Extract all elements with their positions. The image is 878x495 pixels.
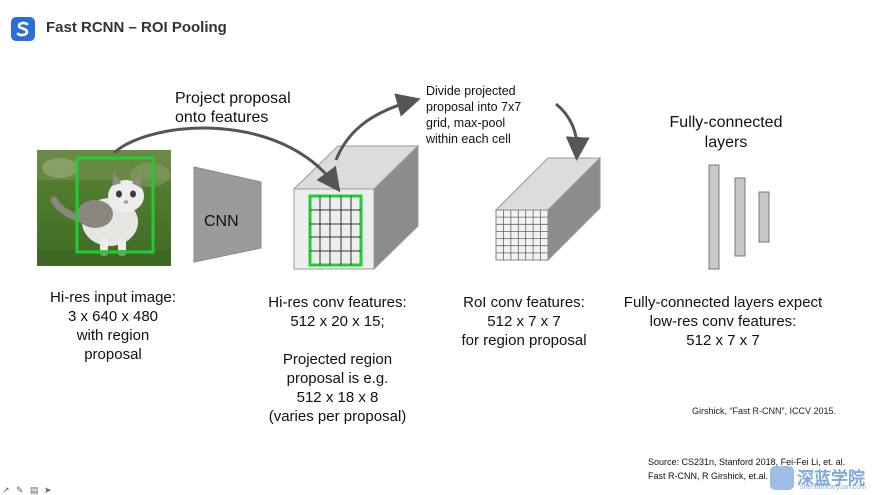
project-proposal-label: Project proposal onto features xyxy=(175,90,291,126)
slideshow-toolbar: ↗ ✎ ▤ ➤ xyxy=(2,484,54,495)
slides-icon[interactable]: ▤ xyxy=(30,484,39,495)
arrow-icon[interactable]: ➤ xyxy=(44,484,52,495)
pointer-icon[interactable]: ↗ xyxy=(2,484,10,495)
project-arrow xyxy=(112,126,341,193)
s-logo-icon xyxy=(11,17,35,41)
source-note: Source: CS231n, Stanford 2018, Fei-Fei L… xyxy=(648,457,846,481)
region-proposal-box xyxy=(75,156,155,254)
watermark-logo-icon xyxy=(770,466,794,490)
divide-grid-label: Divide projected proposal into 7x7 grid,… xyxy=(426,84,522,146)
cnn-block xyxy=(193,166,262,263)
conv-caption: Hi-res conv features: 512 x 20 x 15; Pro… xyxy=(268,294,407,425)
cat-photo xyxy=(37,150,171,266)
watermark: 深蓝学院 shenlanxueyuan.com xyxy=(764,462,878,495)
fc-layers-title: Fully-connected layers xyxy=(669,114,783,151)
roi-feature-cuboid xyxy=(494,156,602,262)
cnn-label: CNN xyxy=(204,213,239,230)
fc-caption: Fully-connected layers expect low-res co… xyxy=(623,294,823,349)
input-caption: Hi-res input image: 3 x 640 x 480 with r… xyxy=(50,289,176,363)
divide-arrow-out xyxy=(555,102,590,161)
pen-icon[interactable]: ✎ xyxy=(16,484,24,495)
roi-caption: RoI conv features: 512 x 7 x 7 for regio… xyxy=(461,294,587,349)
divide-arrow-in xyxy=(334,93,421,161)
fc-layers xyxy=(708,164,770,270)
citation: Girshick, “Fast R-CNN”, ICCV 2015. xyxy=(692,406,837,416)
page-title: Fast RCNN – ROI Pooling xyxy=(46,19,227,36)
projected-region-grid xyxy=(308,194,363,267)
